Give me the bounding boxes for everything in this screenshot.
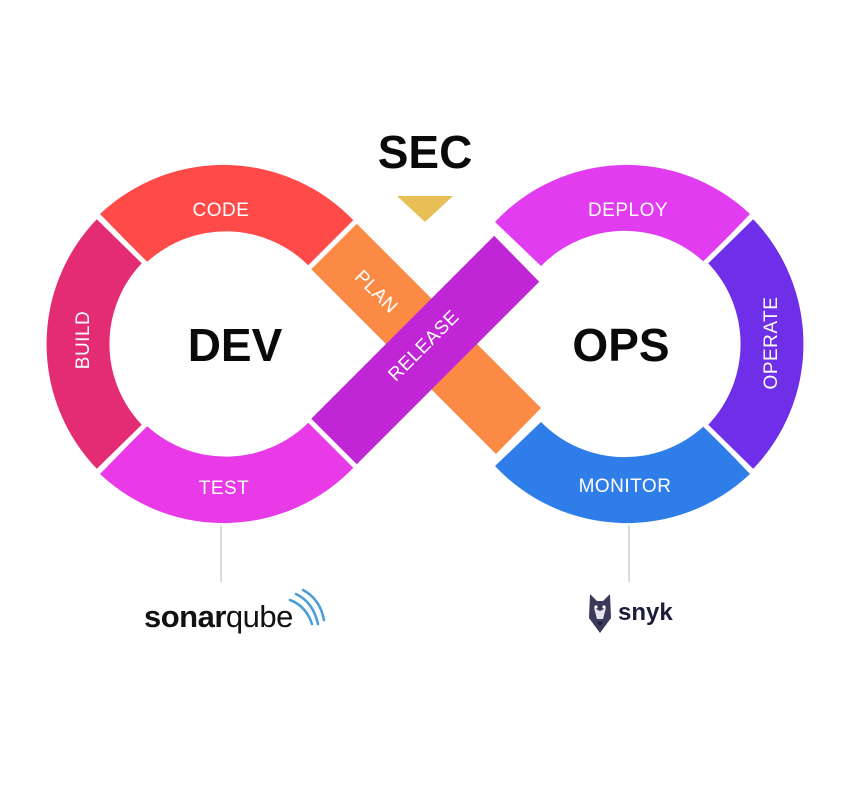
snyk-dog-icon	[589, 594, 611, 633]
snyk-logo: snyk	[589, 594, 673, 633]
deploy-segment[interactable]	[495, 164, 750, 266]
sec-marker-triangle	[397, 196, 453, 222]
code-segment[interactable]	[100, 164, 355, 266]
snyk-wordmark: snyk	[618, 599, 673, 626]
test-label: TEST	[199, 478, 250, 499]
code-label: CODE	[193, 200, 250, 221]
sonarqube-logo-qube: qube	[226, 599, 293, 634]
operate-label: OPERATE	[761, 297, 782, 390]
sonarqube-logo-sonar: sonar	[144, 599, 226, 634]
release-segment[interactable]	[310, 234, 541, 466]
build-label: BUILD	[73, 311, 94, 369]
monitor-label: MONITOR	[579, 476, 672, 497]
operate-segment[interactable]	[707, 218, 804, 470]
sonarqube-logo: sonarqube	[144, 588, 326, 634]
dev-label: DEV	[188, 319, 283, 371]
ops-label: OPS	[572, 319, 669, 371]
segment-separators	[93, 212, 757, 476]
monitor-segment[interactable]	[495, 422, 750, 524]
test-segment[interactable]	[100, 422, 355, 524]
build-segment[interactable]	[46, 218, 143, 470]
deploy-label: DEPLOY	[588, 200, 668, 221]
sonar-waves-icon	[288, 588, 326, 626]
sec-title: SEC	[378, 126, 473, 178]
svg-text:sonarqube: sonarqube	[144, 599, 293, 634]
